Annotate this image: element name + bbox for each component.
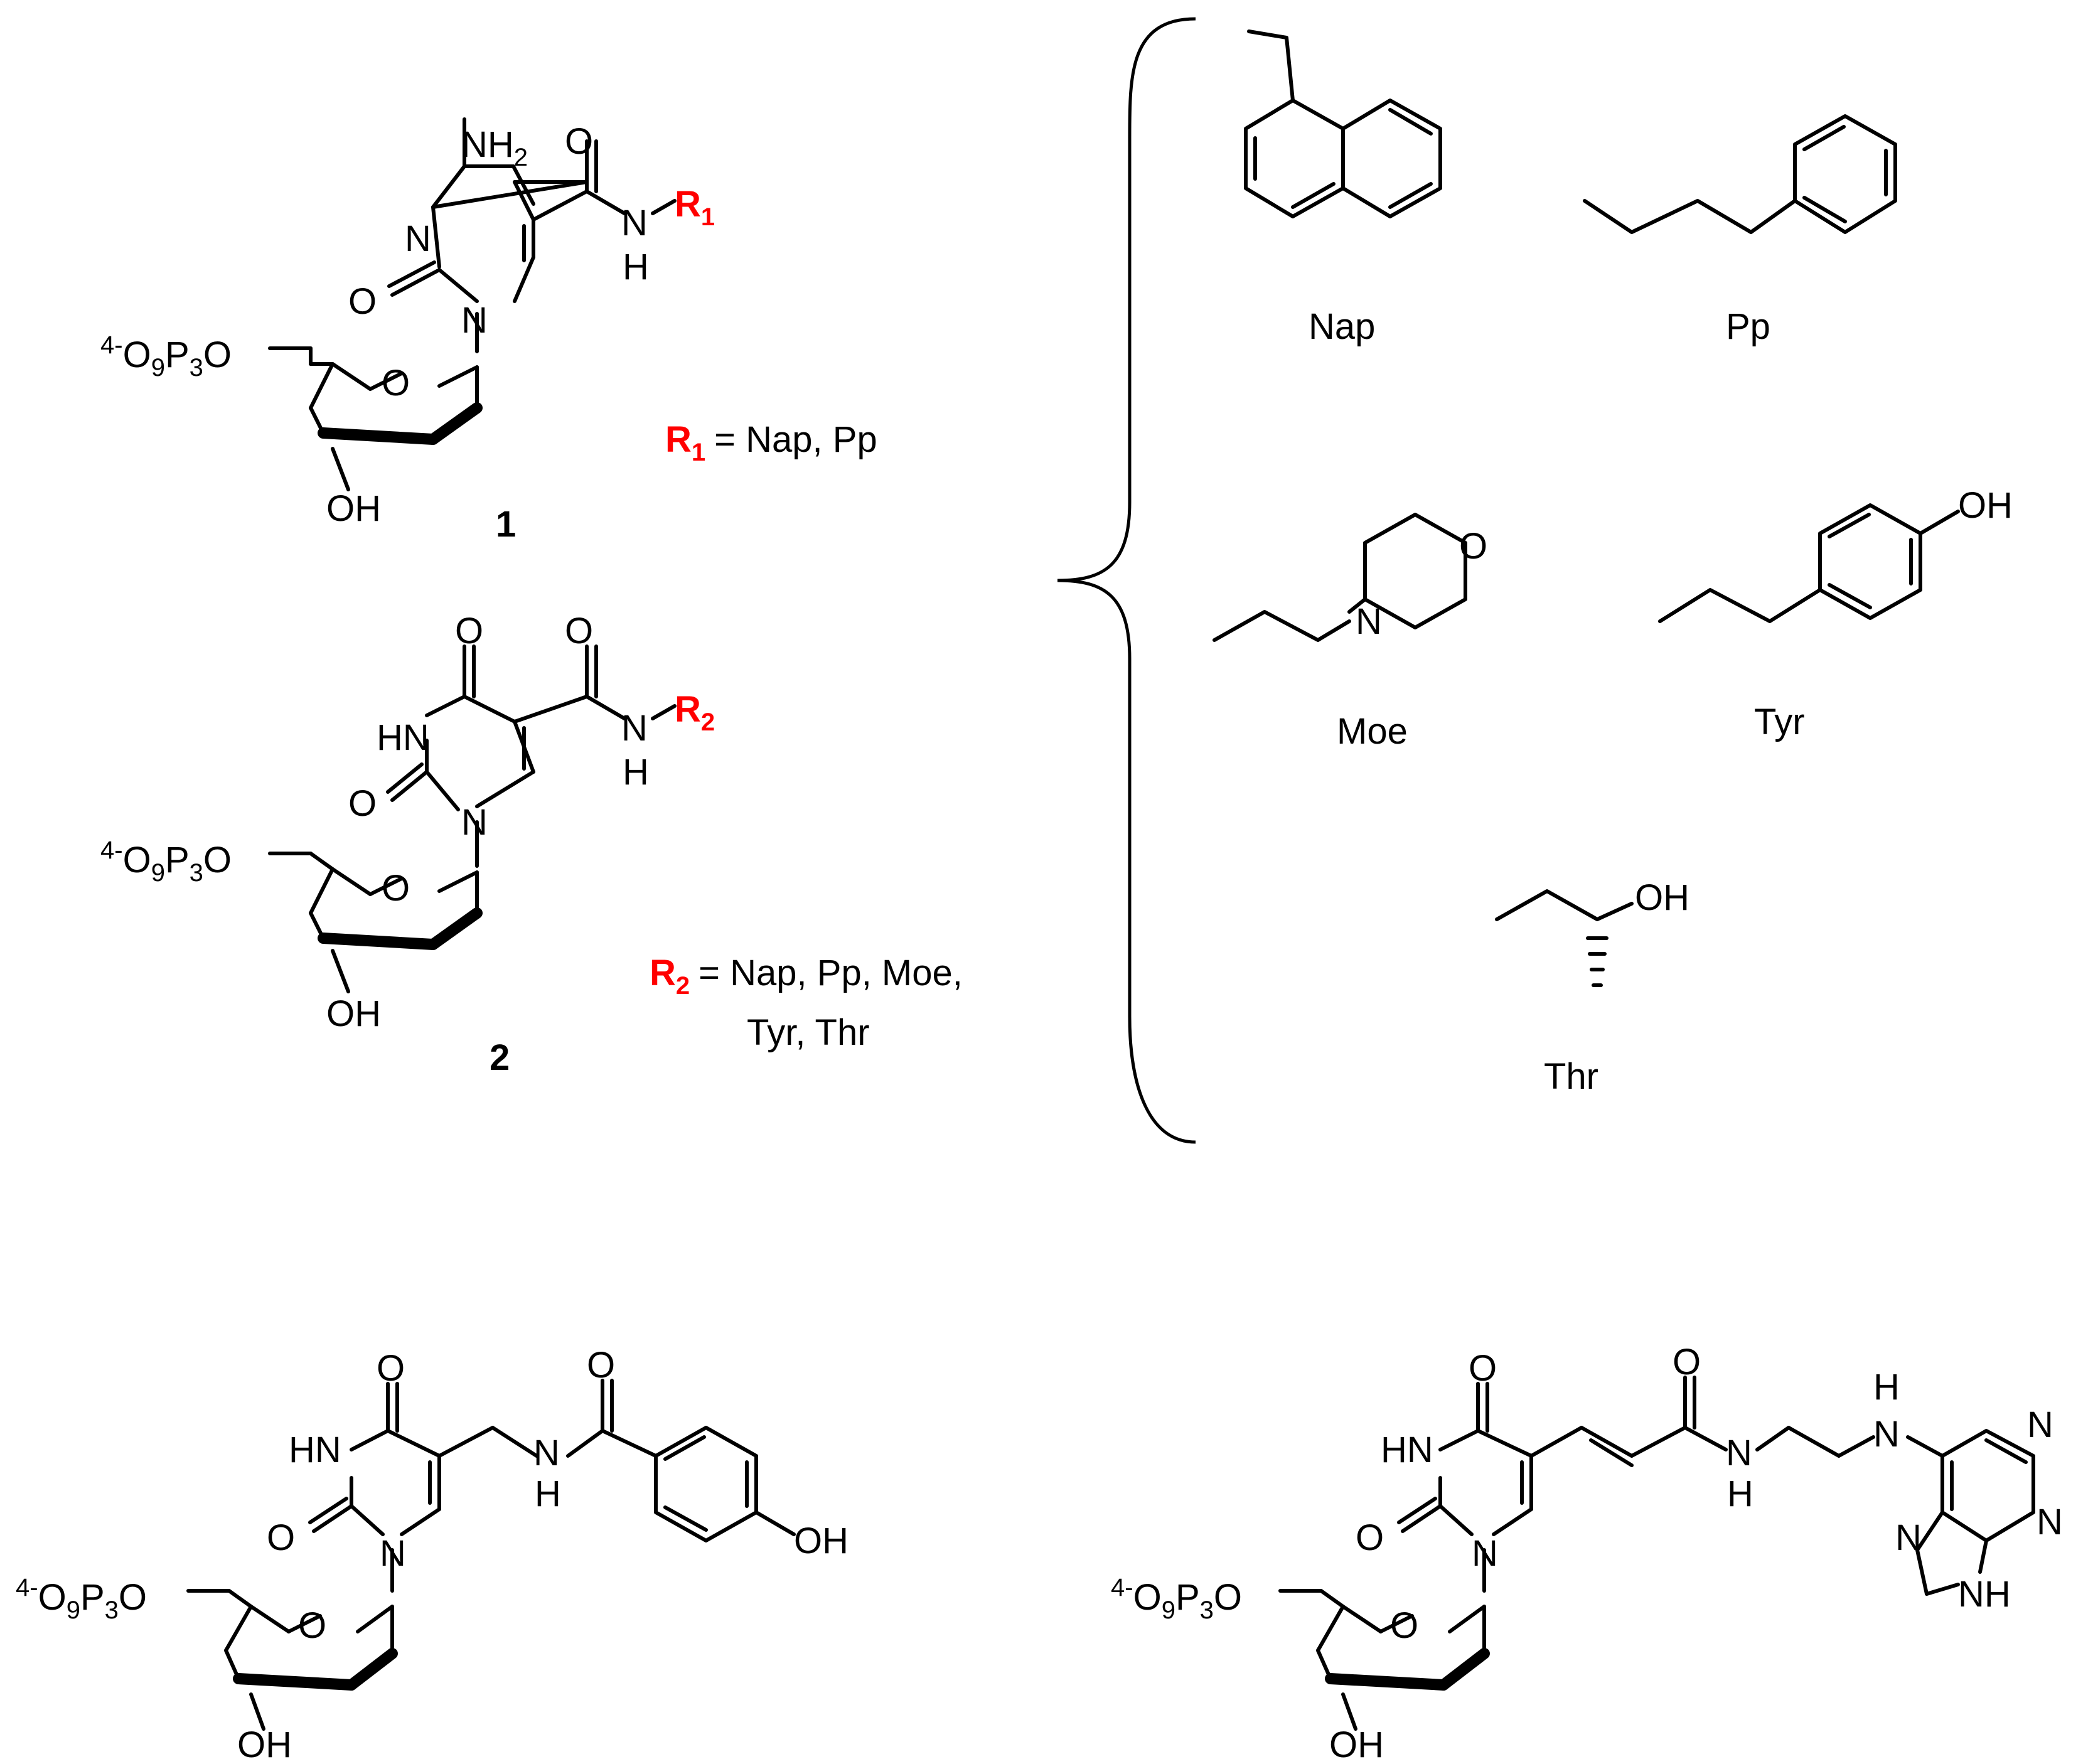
amine-hydrogen-label: H xyxy=(1873,1367,1900,1408)
thr-structure xyxy=(1495,889,1634,987)
imide-nh-label: HN xyxy=(377,717,429,758)
thr-label: Thr xyxy=(1544,1056,1598,1097)
amide-nitrogen-label: N xyxy=(533,1433,560,1473)
r1-group-label: R1 xyxy=(675,184,715,231)
compound-2-structure xyxy=(268,644,677,993)
carbonyl-oxygen-label: O xyxy=(565,121,593,162)
pp-structure xyxy=(1583,114,1897,234)
r2-definition-line2: Tyr, Thr xyxy=(747,1012,870,1053)
morpholine-nitrogen-label: N xyxy=(1356,601,1382,642)
compound-1-structure xyxy=(268,117,677,491)
triphosphate-label: 4-O9P3O xyxy=(1111,1574,1242,1624)
tyr-structure xyxy=(1658,503,1960,623)
sugar-oxygen-label: O xyxy=(382,868,410,909)
c4-oxygen-label: O xyxy=(455,611,483,651)
ring-oxygen-label: O xyxy=(1356,1517,1384,1558)
moe-structure xyxy=(1212,513,1467,642)
phenol-hydroxyl-label: OH xyxy=(794,1521,848,1561)
sugar-oxygen-label: O xyxy=(1390,1605,1418,1646)
triphosphate-label: 4-O9P3O xyxy=(100,837,232,887)
compound-1-labels: NH2 O N N H R1 O N O OH 4-O9P3O 1 R1= Na… xyxy=(100,121,877,545)
compound-2-labels: O O HN N H R2 O N O OH 4-O9P3O 2 R2= Nap… xyxy=(100,611,963,1078)
imide-nh-label: HN xyxy=(289,1430,341,1470)
nap-label: Nap xyxy=(1309,306,1375,347)
glycosidic-nitrogen-label: N xyxy=(380,1533,406,1574)
r1-definition: R1= Nap, Pp xyxy=(665,419,877,466)
amide-hydrogen-label: H xyxy=(623,752,649,793)
glycosidic-nitrogen-label: N xyxy=(461,802,488,843)
ring-oxygen-label: O xyxy=(348,783,377,824)
amide-oxygen-label: O xyxy=(1673,1342,1701,1382)
bottom-left-structure xyxy=(186,1379,796,1731)
triphosphate-label: 4-O9P3O xyxy=(16,1574,147,1624)
amine-label: NH2 xyxy=(461,124,528,171)
purine-n1-label: N xyxy=(2027,1404,2053,1445)
purine-n7-label: N xyxy=(1895,1517,1922,1558)
compound-2-number: 2 xyxy=(490,1037,510,1078)
sugar-oxygen-label: O xyxy=(298,1605,326,1646)
bottom-left-labels: O O HN N H OH O N O OH 4-O9P3O xyxy=(16,1345,848,1764)
bottom-right-labels: O O HN N H H N N N N NH O N O OH 4-O9P3O xyxy=(1111,1342,2063,1764)
tyr-label: Tyr xyxy=(1754,702,1805,742)
moe-label: Moe xyxy=(1337,711,1408,752)
r2-group-label: R2 xyxy=(675,689,715,736)
pp-label: Pp xyxy=(1726,306,1770,347)
amine-nitrogen-label: N xyxy=(1873,1414,1900,1455)
amide-hydrogen-label: H xyxy=(1727,1473,1753,1514)
phenol-hydroxyl-label: OH xyxy=(1958,485,2013,526)
hydroxyl-label: OH xyxy=(326,488,381,529)
hydroxyl-label: OH xyxy=(237,1724,292,1764)
glycosidic-nitrogen-label: N xyxy=(461,300,488,341)
hydroxyl-label: OH xyxy=(326,993,381,1034)
ring-oxygen-label: O xyxy=(348,281,377,322)
triphosphate-label: 4-O9P3O xyxy=(100,331,232,382)
morpholine-oxygen-label: O xyxy=(1459,526,1487,567)
compound-1-number: 1 xyxy=(496,504,516,545)
amide-nitrogen-label: N xyxy=(621,203,648,243)
r2-definition-line1: R2= Nap, Pp, Moe, xyxy=(650,953,963,1000)
threonine-hydroxyl-label: OH xyxy=(1635,877,1689,918)
carbonyl-oxygen-label: O xyxy=(565,611,593,651)
amide-hydrogen-label: H xyxy=(535,1473,561,1514)
amide-hydrogen-label: H xyxy=(623,247,649,287)
bottom-right-structure xyxy=(1278,1376,2035,1731)
nap-structure xyxy=(1244,29,1442,218)
hydroxyl-label: OH xyxy=(1329,1724,1384,1764)
substituent-brace xyxy=(1057,17,1196,1144)
ring-oxygen-label: O xyxy=(267,1517,295,1558)
c4-oxygen-label: O xyxy=(377,1348,405,1389)
imide-nh-label: HN xyxy=(1381,1430,1433,1470)
amide-oxygen-label: O xyxy=(587,1345,615,1386)
amide-nitrogen-label: N xyxy=(1726,1433,1752,1473)
glycosidic-nitrogen-label: N xyxy=(1472,1533,1498,1574)
purine-n3-label: N xyxy=(2037,1502,2063,1542)
sugar-oxygen-label: O xyxy=(382,363,410,404)
purine-n9-label: NH xyxy=(1958,1574,2011,1615)
c4-oxygen-label: O xyxy=(1469,1348,1497,1389)
amide-nitrogen-label: N xyxy=(621,708,648,749)
ring-nitrogen-label: N xyxy=(405,218,431,259)
